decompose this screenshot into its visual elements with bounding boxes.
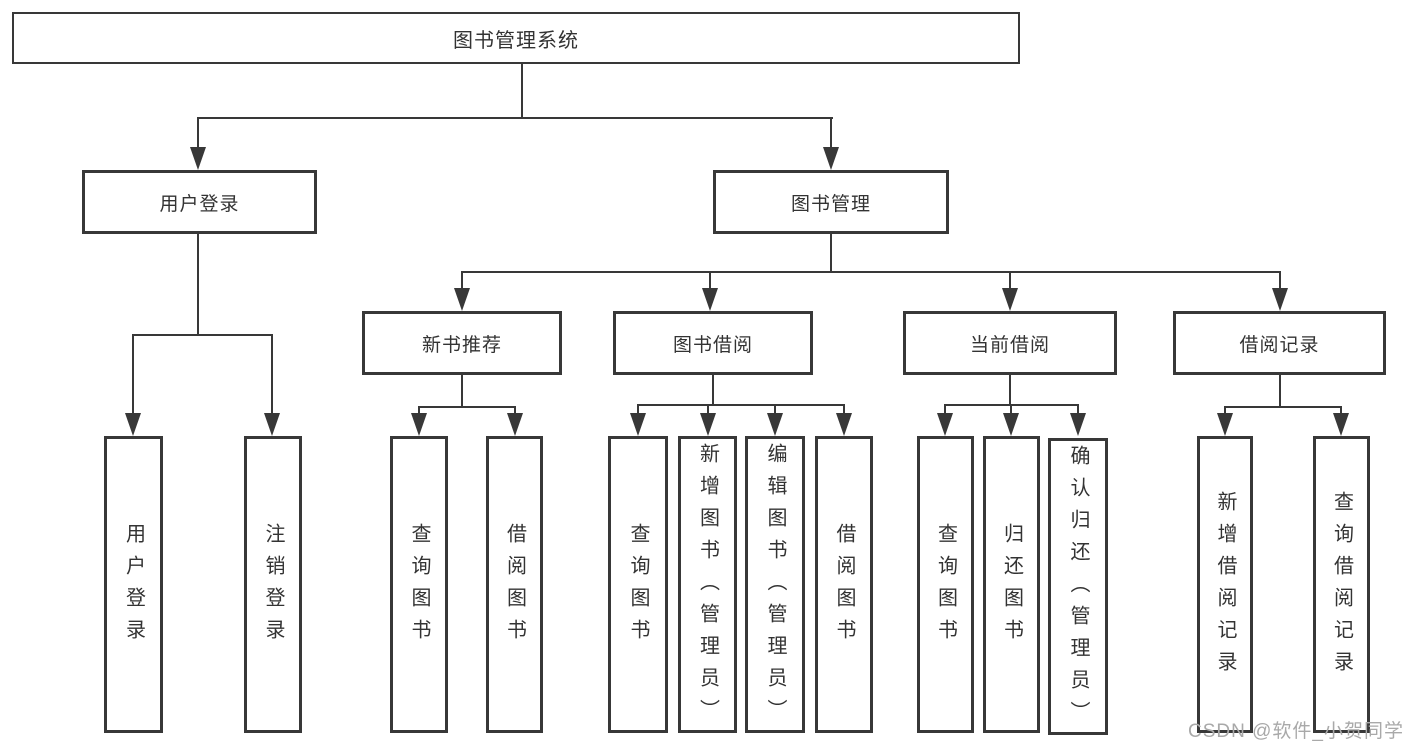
node-confirm-return-admin: 确认归还（管理员）: [1048, 438, 1108, 735]
arrowhead-down: [1217, 413, 1233, 436]
arrowhead-down: [937, 413, 953, 436]
arrowhead-down: [190, 147, 206, 170]
connector: [637, 404, 639, 416]
connector: [1224, 406, 1226, 418]
arrowhead-down: [125, 413, 141, 436]
csdn-watermark: CSDN @软件_小贺同学: [1188, 721, 1404, 742]
connector: [944, 404, 946, 416]
arrowhead-down: [411, 413, 427, 436]
connector: [461, 271, 1281, 273]
connector: [418, 406, 420, 418]
arrowhead-down: [1333, 413, 1349, 436]
arrowhead-down: [630, 413, 646, 436]
node-add-books-admin: 新增图书（管理员）: [678, 436, 737, 733]
node-book-management: 图书管理: [713, 170, 949, 234]
arrowhead-down: [836, 413, 852, 436]
node-borrow-books-a: 借阅图书: [486, 436, 543, 733]
connector: [1279, 271, 1281, 291]
connector: [418, 406, 516, 408]
connector: [1224, 406, 1342, 408]
connector: [132, 334, 273, 336]
connector: [197, 117, 833, 119]
node-logout: 注销登录: [244, 436, 302, 733]
connector: [774, 404, 776, 416]
node-book-borrow: 图书借阅: [613, 311, 813, 375]
connector: [1279, 375, 1281, 407]
connector: [132, 334, 134, 414]
arrowhead-down: [1003, 413, 1019, 436]
connector: [197, 234, 199, 335]
node-add-borrow-record: 新增借阅记录: [1197, 436, 1253, 733]
node-borrow-books-b: 借阅图书: [815, 436, 873, 733]
arrowhead-down: [1002, 288, 1018, 311]
connector: [461, 375, 463, 408]
arrowhead-down: [1070, 413, 1086, 436]
arrowhead-down: [264, 413, 280, 436]
connector: [1077, 404, 1079, 416]
arrowhead-down: [507, 413, 523, 436]
node-user-login-group: 用户登录: [82, 170, 317, 234]
node-query-books-c: 查询图书: [917, 436, 974, 733]
node-query-books-b: 查询图书: [608, 436, 668, 733]
connector: [843, 404, 845, 416]
connector: [197, 117, 199, 149]
node-borrow-records: 借阅记录: [1173, 311, 1386, 375]
connector: [1340, 406, 1342, 418]
connector: [271, 334, 273, 414]
node-return-books: 归还图书: [983, 436, 1040, 733]
node-new-book-recommend: 新书推荐: [362, 311, 562, 375]
connector: [830, 234, 832, 272]
connector: [712, 375, 714, 406]
arrowhead-down: [700, 413, 716, 436]
connector: [1009, 271, 1011, 291]
connector: [521, 64, 523, 118]
node-root: 图书管理系统: [12, 12, 1020, 64]
arrowhead-down: [1272, 288, 1288, 311]
connector: [707, 404, 709, 416]
arrowhead-down: [454, 288, 470, 311]
connector: [830, 117, 832, 149]
arrowhead-down: [702, 288, 718, 311]
node-edit-books-admin: 编辑图书（管理员）: [745, 436, 805, 733]
node-current-borrow: 当前借阅: [903, 311, 1117, 375]
node-user-login: 用户登录: [104, 436, 163, 733]
connector: [637, 404, 845, 406]
node-query-books-a: 查询图书: [390, 436, 448, 733]
connector: [709, 271, 711, 291]
arrowhead-down: [823, 147, 839, 170]
arrowhead-down: [767, 413, 783, 436]
connector: [1010, 404, 1012, 416]
node-query-borrow-record: 查询借阅记录: [1313, 436, 1370, 733]
connector: [514, 406, 516, 418]
connector: [1009, 375, 1011, 406]
connector: [461, 271, 463, 291]
